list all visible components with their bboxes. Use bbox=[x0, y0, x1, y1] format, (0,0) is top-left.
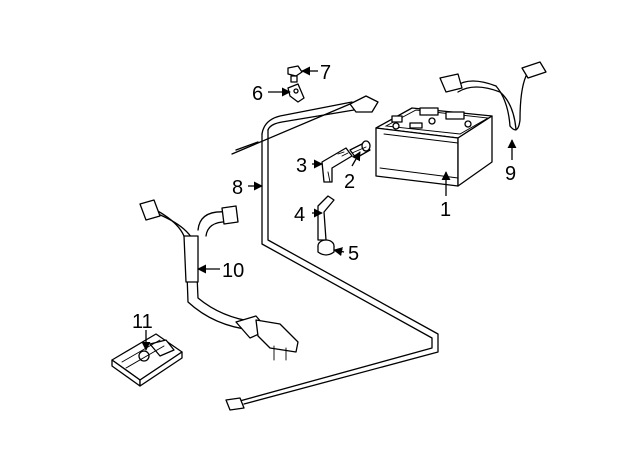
fuse-box[interactable] bbox=[111, 333, 183, 387]
callout-6: 6 bbox=[252, 83, 263, 105]
bracket[interactable] bbox=[287, 83, 305, 103]
grommet[interactable] bbox=[317, 239, 335, 256]
callout-3: 3 bbox=[296, 155, 307, 177]
callout-11: 11 bbox=[132, 311, 153, 333]
vent-hose[interactable] bbox=[317, 195, 335, 241]
callout-2: 2 bbox=[344, 171, 355, 193]
callout-10: 10 bbox=[222, 260, 244, 282]
callout-8: 8 bbox=[232, 177, 243, 199]
battery[interactable] bbox=[375, 107, 493, 187]
vent-elbow[interactable] bbox=[321, 147, 353, 183]
vent-plug[interactable] bbox=[349, 140, 371, 159]
callout-4: 4 bbox=[294, 204, 305, 226]
callout-7: 7 bbox=[320, 62, 331, 84]
negative-cable[interactable] bbox=[225, 95, 439, 411]
callout-9: 9 bbox=[505, 163, 516, 185]
main-cable[interactable] bbox=[139, 199, 299, 361]
bolt[interactable] bbox=[287, 65, 303, 83]
callout-1: 1 bbox=[440, 199, 451, 221]
positive-cable[interactable] bbox=[439, 61, 547, 131]
callout-5: 5 bbox=[348, 243, 359, 265]
leader-lines bbox=[141, 66, 517, 351]
